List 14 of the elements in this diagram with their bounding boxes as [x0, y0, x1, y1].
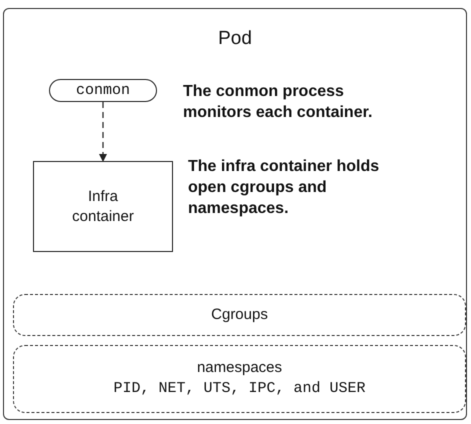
node-label: namespaces [196, 358, 282, 378]
container-box [33, 161, 173, 252]
node-label: Infra container [71, 186, 135, 226]
node-label: PID, NET, UTS, IPC, and USER [113, 379, 366, 399]
dashed-arrow [99, 102, 107, 162]
dashed-group [13, 294, 466, 336]
annotation-text: The conmon process monitors each container. [183, 82, 374, 123]
node-label: Cgroups [211, 305, 268, 325]
process-pill [49, 79, 157, 102]
dashed-group [13, 345, 466, 413]
annotation-text: The infra container holds open cgroups and namespaces. [188, 157, 380, 219]
process-name: conmon [76, 80, 130, 100]
pod-title: Pod [217, 27, 253, 51]
pod-container [3, 8, 467, 420]
